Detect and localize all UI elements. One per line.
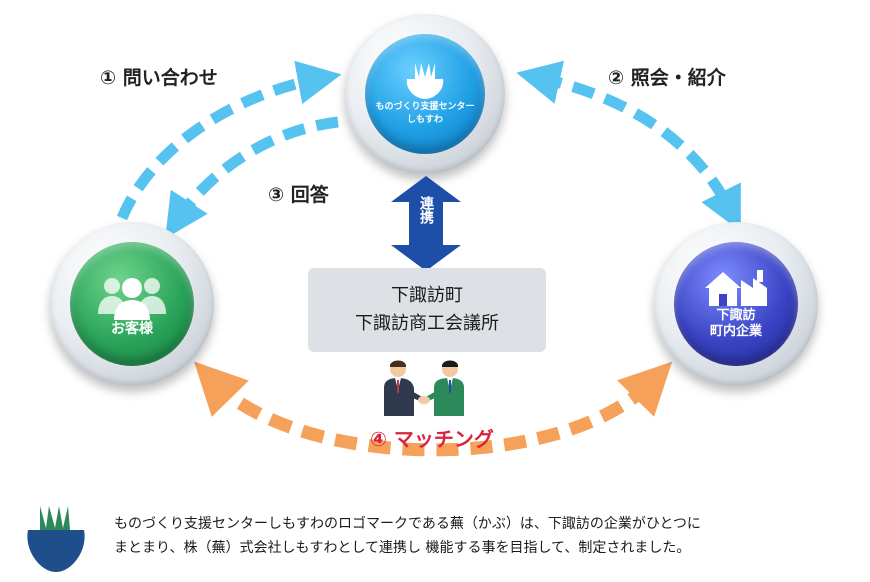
cooperation-arrow (391, 176, 461, 271)
cooperation-label: 連携 (391, 196, 461, 224)
customer-disc: お客様 (70, 242, 194, 366)
local-companies-label-2: 町内企業 (709, 324, 762, 339)
step-inquiry-label: ① 問い合わせ (100, 67, 218, 89)
step-answer-label: ③ 回答 (268, 184, 329, 206)
local-companies-node: 下諏訪 町内企業 (654, 222, 818, 386)
customers-group-icon (98, 277, 166, 320)
turnip-logo-icon (406, 63, 444, 99)
arrow-inquiry (116, 60, 342, 221)
customer-node: お客様 (50, 222, 214, 386)
support-center-disc: ものづくり支援センター しもすわ (365, 34, 485, 154)
arrow-referral (516, 60, 741, 232)
local-companies-label-1: 下諏訪 (716, 308, 756, 323)
chamber-line-2: 下諏訪商工会議所 (355, 313, 499, 334)
handshake-icon (384, 360, 464, 416)
customer-label: お客様 (111, 320, 153, 337)
step-matching-label: ④ マッチング (370, 427, 494, 451)
support-center-node: ものづくり支援センター しもすわ (345, 14, 505, 174)
step-referral-label: ② 照会・紹介 (608, 67, 726, 89)
chamber-line-1: 下諏訪町 (391, 285, 463, 306)
chamber-of-commerce-box: 下諏訪町 下諏訪商工会議所 (308, 268, 546, 352)
turnip-logo-icon (27, 506, 85, 572)
support-center-label-1: ものづくり支援センター (375, 102, 475, 112)
logo-description-line-2: まとまり、株（蕪）式会社しもすわとして連携し 機能する事を目指して、制定されまし… (114, 540, 691, 556)
local-companies-disc: 下諏訪 町内企業 (674, 242, 798, 366)
arrow-matching (193, 361, 673, 457)
arrow-answer (165, 116, 339, 239)
cooperation-text: 連携 (418, 196, 434, 224)
logo-description: ものづくり支援センターしもすわのロゴマークである蕪（かぶ）は、下諏訪の企業がひと… (114, 512, 854, 560)
factory-house-icon (705, 270, 767, 306)
support-center-label-2: しもすわ (406, 115, 443, 125)
logo-description-line-1: ものづくり支援センターしもすわのロゴマークである蕪（かぶ）は、下諏訪の企業がひと… (114, 516, 701, 532)
